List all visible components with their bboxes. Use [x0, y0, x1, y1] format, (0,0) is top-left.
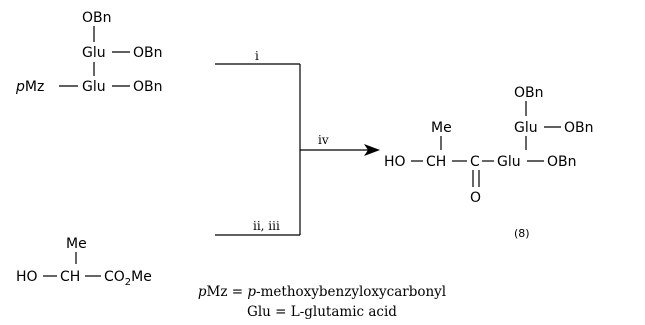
product-glu-2: Glu [497, 154, 521, 170]
product-carbonyl-c: C [470, 154, 480, 170]
legend: pMz = p-methoxybenzyloxycarbonyl Glu = L… [198, 284, 446, 320]
product-glu-1: Glu [514, 120, 538, 136]
reactant-top: OBn Glu OBn pMz Glu OBn [15, 10, 163, 95]
arrowhead-icon [364, 144, 380, 156]
reaction-arrows: i ii, iii iv [215, 49, 380, 236]
product-obn-1: OBn [514, 85, 544, 101]
reactant-top-obn-1: OBn [82, 10, 112, 26]
product-ch: CH [426, 154, 446, 170]
product-carbonyl-o: O [470, 190, 481, 206]
step-label-top: i [255, 49, 259, 63]
pmz-group: pMz [15, 79, 44, 95]
product-obn-2: OBn [564, 120, 594, 136]
product-ho: HO [384, 154, 406, 170]
reactant-top-glu-1: Glu [82, 45, 106, 61]
reactant-top-obn-2: OBn [133, 45, 163, 61]
product-obn-3: OBn [547, 154, 577, 170]
compound-label: (8) [514, 227, 530, 240]
product: OBn Me Glu OBn HO CH C Glu OBn O (8) [384, 85, 594, 240]
legend-pmz-definition: pMz = p-methoxybenzyloxycarbonyl [198, 284, 446, 300]
step-label-merge: iv [318, 133, 329, 147]
reactant-bottom: Me HO CH CO2Me [16, 236, 152, 288]
reactant-bottom-me: Me [66, 236, 87, 252]
reactant-bottom-ho: HO [16, 269, 38, 285]
reactant-top-glu-2: Glu [82, 79, 106, 95]
reactant-bottom-ch: CH [60, 269, 80, 285]
legend-glu-definition: Glu = L-glutamic acid [247, 304, 397, 320]
step-label-bottom: ii, iii [253, 219, 280, 233]
reactant-bottom-ester: CO2Me [104, 269, 152, 288]
reactant-top-obn-3: OBn [133, 79, 163, 95]
product-me: Me [431, 120, 452, 136]
